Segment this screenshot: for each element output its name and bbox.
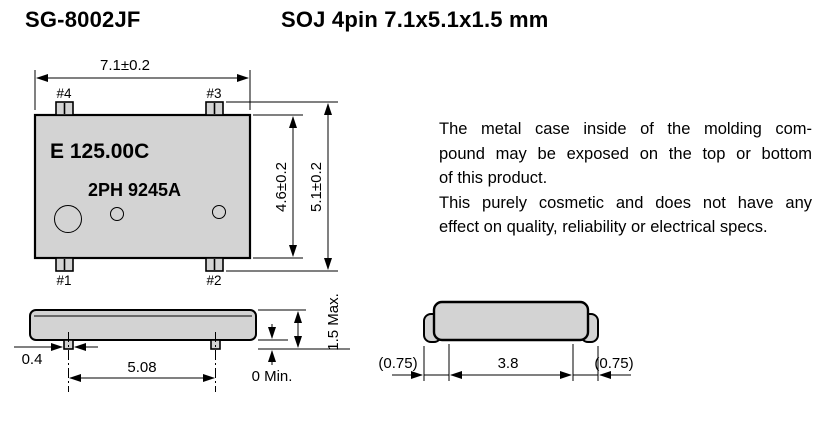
package-title: SOJ 4pin 7.1x5.1x1.5 mm <box>281 7 549 32</box>
dim-width-label: 7.1±0.2 <box>100 57 150 74</box>
dim-height-label: 1.5 Max. <box>325 293 342 351</box>
note-line-3: of this product. <box>439 169 548 187</box>
marking-line1: E 125.00C <box>50 140 149 163</box>
dim-lead-width: 0.4 <box>14 343 98 368</box>
dim-center-label: 3.8 <box>498 355 519 372</box>
note-text: The metal case inside of the molding com… <box>439 117 812 240</box>
index-circle-small-1 <box>110 207 124 221</box>
dim-overall-height-label: 5.1±0.2 <box>308 162 325 212</box>
dim-width: 7.1±0.2 <box>34 57 251 110</box>
part-number-title: SG-8002JF <box>25 7 141 32</box>
dim-body-height-label: 4.6±0.2 <box>273 162 290 212</box>
note-line-4: This purely cosmetic and does not have a… <box>439 193 812 212</box>
index-circle-small-2 <box>212 205 226 219</box>
pin4-label: #4 <box>56 86 72 101</box>
note-line-1: The metal case inside of the molding com… <box>439 120 812 138</box>
end-view-body <box>432 300 590 342</box>
marking-line2: 2PH 9245A <box>88 180 181 200</box>
pin1-label: #1 <box>56 273 71 288</box>
dim-body-height: 4.6±0.2 <box>253 114 303 259</box>
pin3-label: #3 <box>206 86 221 101</box>
index-circle-large <box>54 205 82 233</box>
dim-left-label: (0.75) <box>378 355 417 372</box>
end-view: (0.75) 3.8 (0.75) <box>378 300 634 381</box>
dim-lead-width-label: 0.4 <box>22 351 43 368</box>
dim-lead-pitch-label: 5.08 <box>127 359 156 376</box>
dim-height: 1.5 Max. <box>258 293 350 351</box>
top-view-body <box>33 113 252 260</box>
dim-right-label: (0.75) <box>594 355 633 372</box>
dim-bottom: (0.75) 3.8 (0.75) <box>378 344 634 381</box>
pin2-label: #2 <box>206 273 221 288</box>
dim-lead-pitch: 5.08 <box>69 359 215 382</box>
pin-pads <box>55 101 224 272</box>
top-view: 7.1±0.2 #4 #3 #1 #2 E 125.00C 2P <box>33 57 338 288</box>
side-view: 0.4 5.08 1.5 Max. 0 Min. <box>14 293 350 392</box>
note-line-5: effect on quality, reliability or electr… <box>439 218 768 236</box>
dim-standoff: 0 Min. <box>252 324 293 385</box>
dim-overall-height: 5.1±0.2 <box>226 101 338 272</box>
dim-standoff-label: 0 Min. <box>252 368 293 385</box>
side-view-body <box>29 309 257 341</box>
note-line-2: pound may be exposed on the top or botto… <box>439 144 812 163</box>
